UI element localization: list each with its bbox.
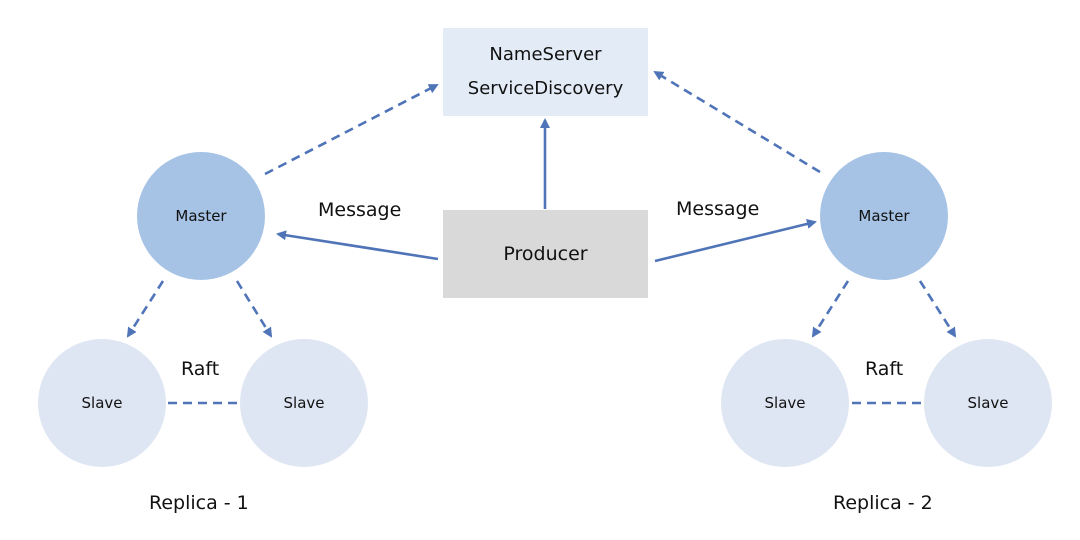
raft-label-2: Raft (865, 358, 904, 380)
nameserver-subtitle: ServiceDiscovery (467, 78, 624, 99)
raft-label-1: Raft (181, 358, 220, 380)
slave-node-2b-label: Slave (967, 394, 1009, 412)
slave-node-2b: Slave (924, 339, 1052, 467)
producer-label: Producer (503, 243, 588, 265)
replica-label-1: Replica - 1 (149, 492, 249, 514)
producer-box: Producer (443, 210, 648, 298)
edge-master-1-to-nameserver (264, 83, 439, 176)
master-node-2: Master (820, 152, 948, 280)
master-node-1-label: Master (175, 207, 227, 225)
slave-node-2a: Slave (721, 339, 849, 467)
slave-node-1b-label: Slave (283, 394, 325, 412)
slave-node-2a-label: Slave (764, 394, 806, 412)
master-node-1: Master (137, 152, 265, 280)
edge-master-2-to-slave-2a (811, 280, 850, 338)
edge-producer-to-master-2 (654, 219, 817, 263)
slave-node-1a-label: Slave (81, 394, 123, 412)
message-label-left: Message (318, 199, 402, 221)
edge-master-1-to-slave-1a (126, 280, 165, 338)
message-label-right: Message (676, 198, 760, 220)
edge-producer-to-master-1 (276, 230, 439, 261)
edge-master-2-to-slave-2b (918, 280, 957, 338)
nameserver-title: NameServer (489, 44, 602, 65)
edge-master-1-to-slave-1b (235, 280, 273, 338)
edge-master-2-to-nameserver (653, 70, 821, 174)
nameserver-box: NameServer ServiceDiscovery (443, 28, 648, 116)
replica-label-2: Replica - 2 (833, 492, 933, 514)
slave-node-1b: Slave (240, 339, 368, 467)
slave-node-1a: Slave (38, 339, 166, 467)
master-node-2-label: Master (858, 207, 910, 225)
